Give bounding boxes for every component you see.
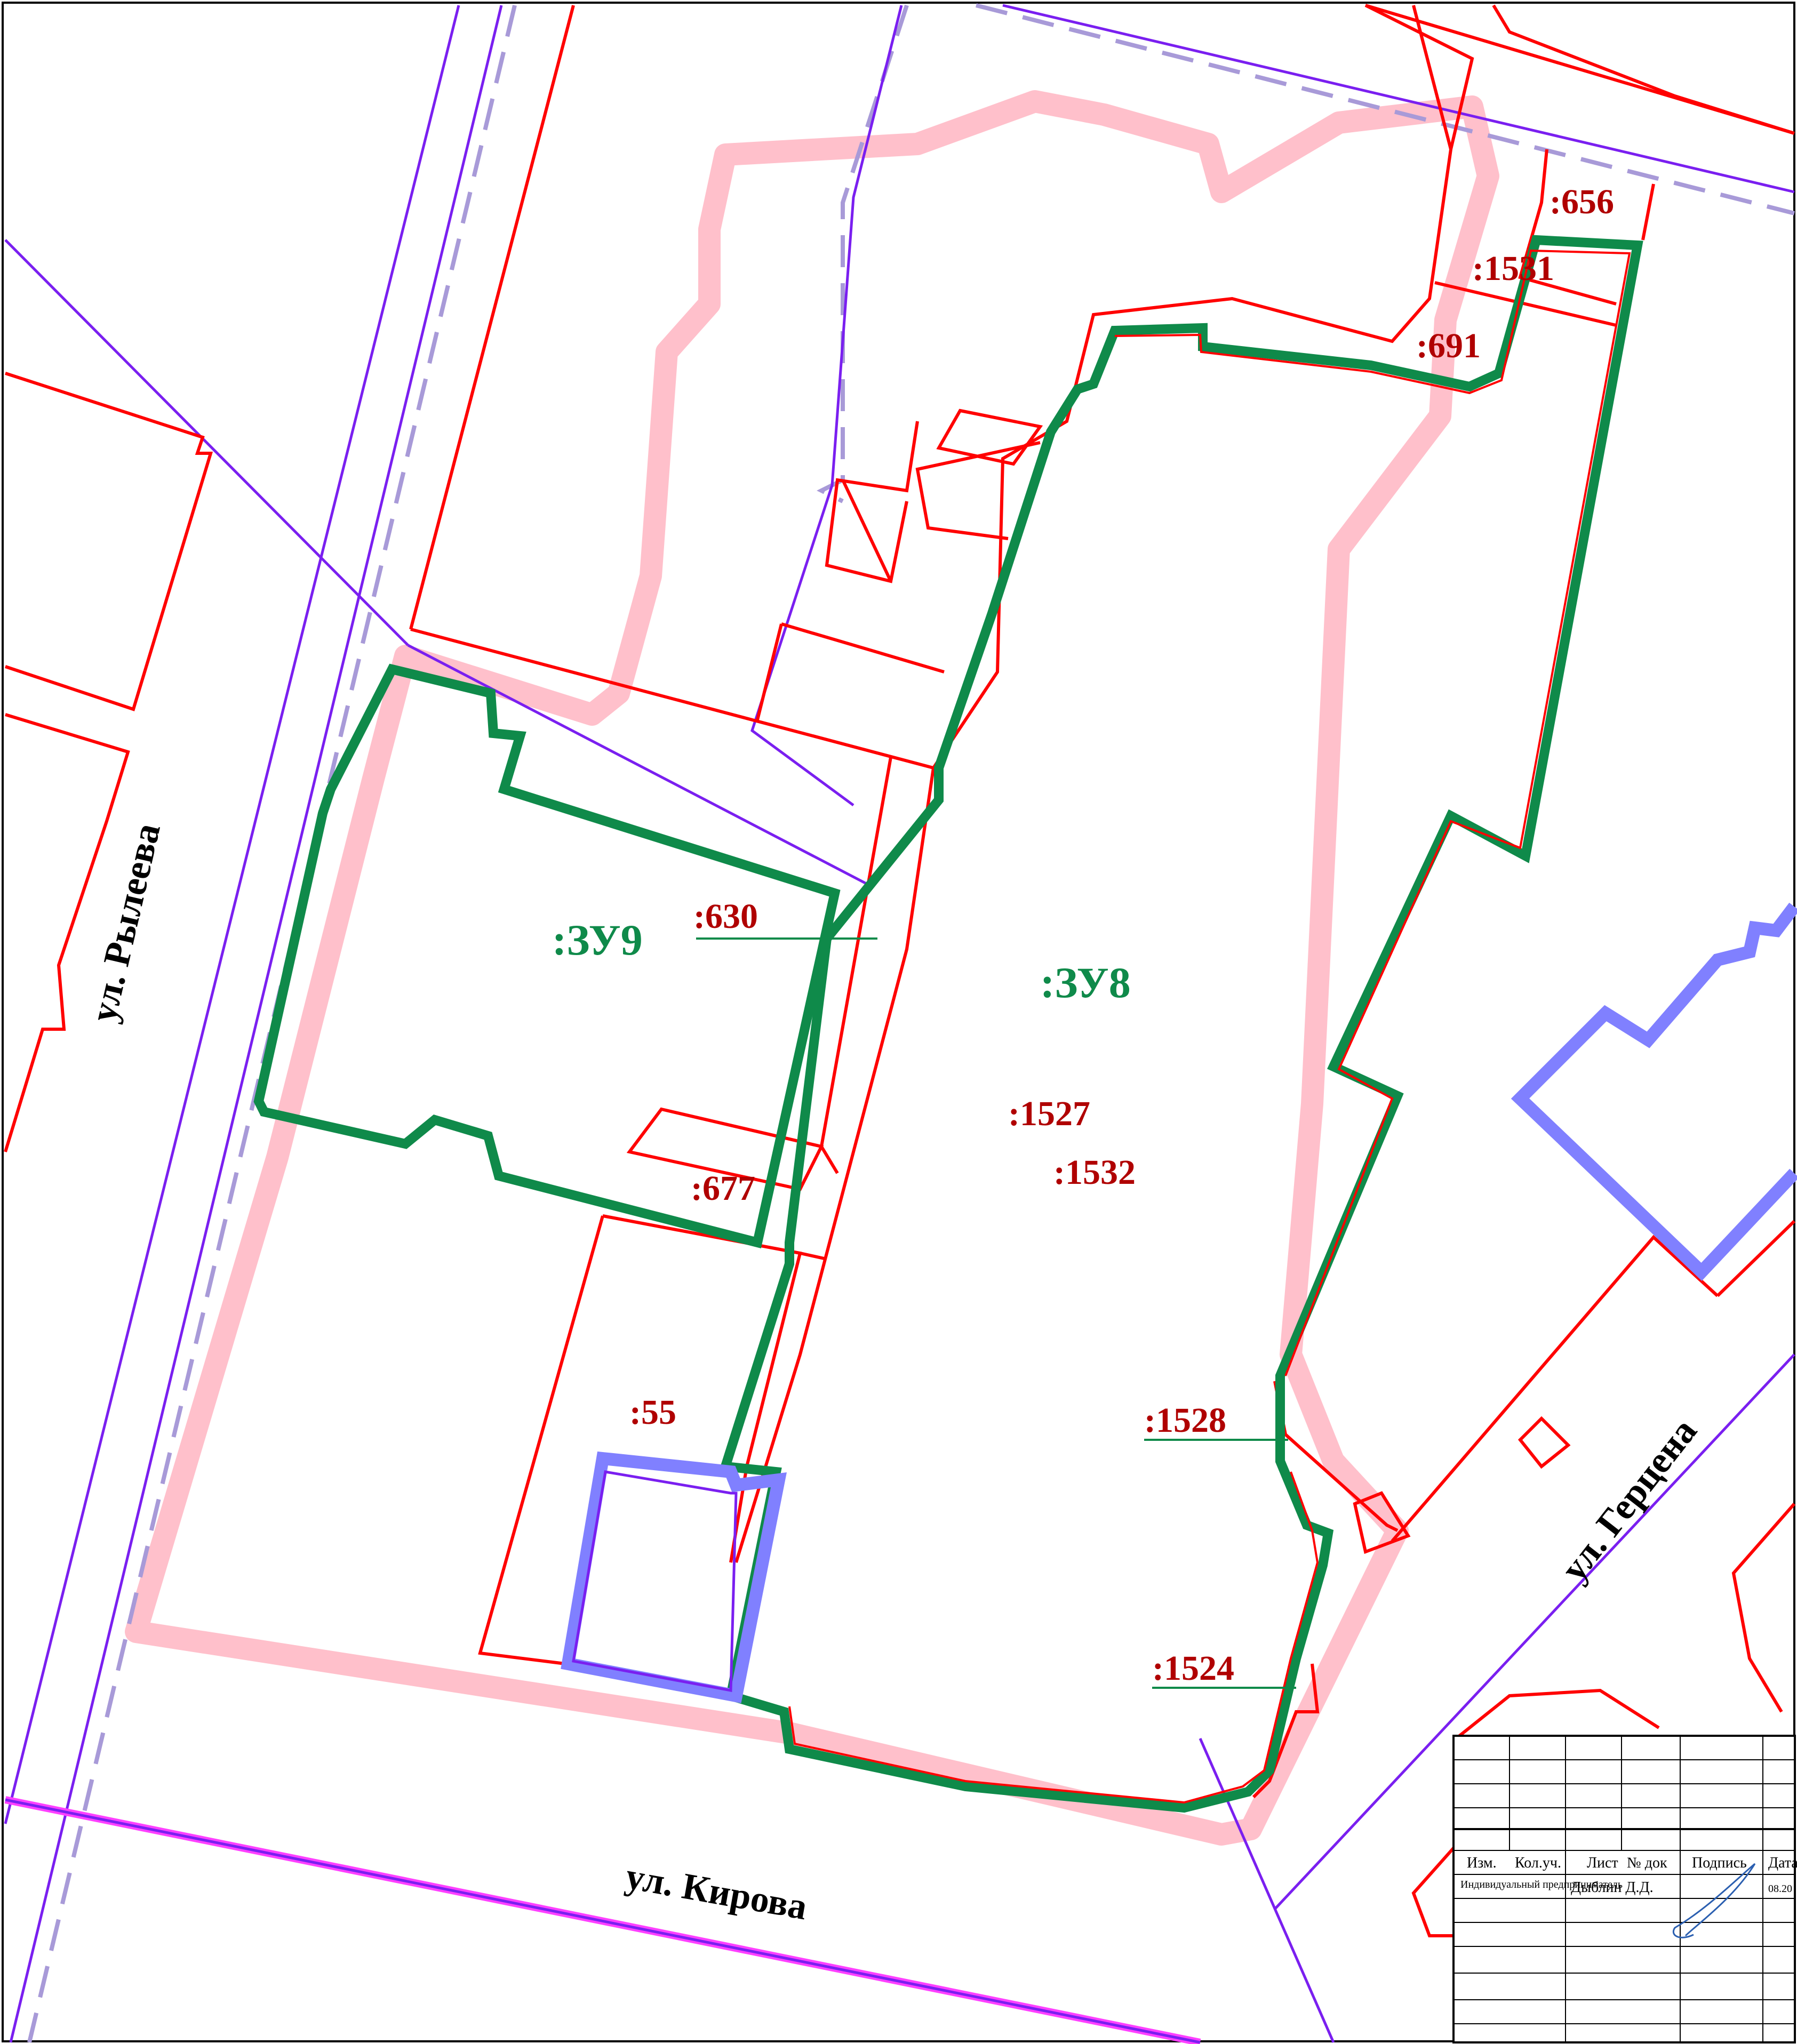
zone-zu9-boundary: [253, 663, 841, 1249]
parcel-label-677: :677: [691, 1169, 755, 1208]
site-highlight: [125, 90, 1499, 1846]
title-header-izm: Изм.: [1467, 1855, 1497, 1871]
signature-mark: [1673, 1863, 1756, 1938]
building-east: [1511, 902, 1797, 1281]
building-near-55: [561, 1451, 787, 1704]
street-label-kirova: ул. Кирова: [622, 1856, 810, 1928]
title-name: Дыблин Д.Д.: [1571, 1879, 1654, 1896]
title-block: Изм. Кол.уч. Лист № док Подпись Дата Инд…: [1452, 1735, 1797, 2043]
title-role: Индивидуальный предприниматель: [1460, 1879, 1623, 1890]
zone-boundaries: [253, 235, 1643, 1813]
red-lines: [4, 4, 1795, 2043]
title-header-doc-no: № док: [1627, 1855, 1667, 1871]
parcel-label-691: :691: [1416, 326, 1481, 365]
parcel-label-1528: :1528: [1144, 1401, 1226, 1440]
title-date: 08.20: [1768, 1883, 1792, 1895]
title-header-signature: Подпись: [1692, 1855, 1747, 1871]
leader-lines: [696, 937, 1296, 1689]
zone-label-zu8: :ЗУ8: [1040, 958, 1131, 1007]
parcel-label-1532: :1532: [1053, 1153, 1136, 1192]
title-header-kol-uch: Кол.уч.: [1515, 1855, 1561, 1871]
zone-label-zu9: :ЗУ9: [552, 916, 643, 964]
title-header-date: Дата: [1768, 1855, 1797, 1871]
parcel-label-656: :656: [1550, 182, 1614, 221]
zone-zu8-boundary: [719, 235, 1643, 1813]
building-inner-outline: [572, 1470, 738, 1692]
road-edge-kirova: [4, 1796, 1201, 2044]
parcel-boundaries: [4, 4, 1796, 1937]
parcel-label-630: :630: [693, 897, 758, 936]
parcel-label-1531: :1531: [1472, 249, 1554, 288]
title-header-list: Лист: [1587, 1855, 1618, 1871]
zu8-inner-red: [788, 249, 1631, 1804]
street-label-gertsena: ул. Герцена: [1553, 1411, 1705, 1589]
parcel-label-1524: :1524: [1152, 1649, 1234, 1688]
parcel-label-55: :55: [629, 1393, 676, 1432]
parcel-label-1527: :1527: [1008, 1094, 1090, 1133]
buildings: [561, 902, 1797, 1704]
